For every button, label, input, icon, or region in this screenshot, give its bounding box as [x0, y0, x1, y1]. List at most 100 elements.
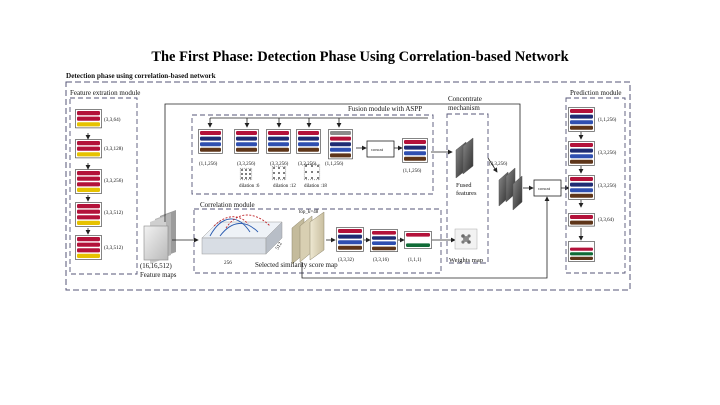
- correlation-layer-stack: [370, 229, 398, 253]
- layer-bar: [77, 237, 100, 242]
- prediction-layer-stack: [568, 141, 595, 166]
- fusion-output-layers: [402, 138, 428, 163]
- layer-bar: [404, 156, 426, 161]
- feature-layer-stack: [75, 202, 102, 227]
- prediction-layer-labels: (1,1,256) (3,3,256) (3,3,256) (3,3,64): [598, 118, 617, 223]
- layer-bar: [298, 131, 319, 135]
- feature-layer-stack: [75, 109, 102, 129]
- layer-bar: [330, 147, 351, 152]
- layer-bar: [77, 204, 100, 209]
- prediction-layer-stack: [568, 213, 595, 227]
- correlation-layer-labels: (3,3,32) (3,3,16) (1,1,1): [338, 258, 422, 263]
- dilation-dot: [245, 169, 247, 171]
- fused-features-line1: Fused: [456, 182, 472, 189]
- layer-bar: [77, 146, 100, 151]
- layer-bar: [200, 147, 221, 152]
- feature-layer-stack: [75, 235, 102, 260]
- layer-bar: [338, 234, 362, 239]
- prediction-layer-label: (3,3,64): [598, 218, 614, 223]
- layer-frame: [198, 129, 223, 154]
- dilation-dot: [278, 172, 280, 174]
- layer-bar: [372, 241, 396, 245]
- layer-bar: [298, 142, 319, 147]
- correlation-layer-stack: [336, 227, 364, 252]
- layer-bar: [570, 247, 593, 251]
- fusion-branch-label: (1,1,256): [199, 162, 218, 167]
- dilation-labels: dilation :6 dilation :12 dilation :18: [239, 184, 327, 189]
- dilation-grid-frame: [303, 163, 321, 181]
- prediction-layer-label: (1,1,256): [598, 118, 617, 123]
- dilation-dot: [273, 177, 275, 179]
- score-map-label: Selected similarity score map: [255, 261, 338, 269]
- overall-label: Detection phase using correlation-based …: [66, 72, 216, 80]
- overall-frame: [65, 81, 631, 291]
- dilation-dot: [249, 177, 251, 179]
- feature-layer-stack: [75, 169, 102, 194]
- prediction-layer-stacks: [568, 107, 595, 262]
- prediction-layer-stack: [568, 107, 595, 132]
- topk-label: top_k=48: [299, 210, 319, 215]
- feature-module-title: Feature extration module: [70, 89, 140, 97]
- prediction-module-frame: [565, 97, 626, 274]
- layer-bar: [330, 142, 351, 147]
- layer-bar: [404, 140, 426, 144]
- layer-bar: [236, 142, 257, 147]
- concentrate-title-line1: Concentrate: [448, 95, 482, 103]
- layer-bar: [200, 142, 221, 147]
- layer-bar: [406, 238, 430, 242]
- feature-maps-size: (16,16,512): [140, 263, 172, 270]
- correlation-module-title: Correlation module: [200, 201, 255, 209]
- dilation-dot: [283, 172, 285, 174]
- prediction-layer-stack: [568, 175, 595, 200]
- dilation-dot: [317, 165, 319, 167]
- dilation-grid-frame: [239, 167, 253, 181]
- layer-bar: [236, 136, 257, 141]
- correlation-dim-512: 512: [275, 241, 284, 251]
- feature-maps-block: [143, 210, 176, 264]
- dilation-label: dilation :12: [273, 184, 296, 189]
- dilation-grids: [239, 163, 321, 181]
- weights-map-block: [454, 228, 478, 250]
- fused-features-line2: features: [456, 190, 477, 197]
- layer-bar: [570, 215, 593, 219]
- dilation-dot: [305, 165, 307, 167]
- fusion-module-title: Fusion module with ASPP: [348, 105, 422, 113]
- prediction-module-title: Prediction module: [570, 89, 622, 97]
- fusion-output-stack: [402, 138, 428, 163]
- feature-maps-label: Feature maps: [140, 272, 177, 279]
- correlation-layer-stacks: [336, 227, 432, 253]
- layer-bar: [77, 248, 100, 253]
- layer-bar: [404, 151, 426, 156]
- dilation-grid: [303, 163, 321, 181]
- layer-bar: [372, 246, 396, 251]
- dilation-dot: [273, 167, 275, 169]
- layer-bar: [570, 188, 593, 193]
- layer-frame: [296, 129, 321, 154]
- feature-module-frame: [69, 97, 138, 275]
- layer-frame: [336, 227, 364, 252]
- prediction-layer-stack: [568, 241, 595, 262]
- layer-bar: [77, 122, 100, 127]
- layer-bar: [570, 177, 593, 181]
- dilation-dot: [311, 165, 313, 167]
- layer-bar: [268, 142, 289, 147]
- layer-bar: [200, 131, 221, 135]
- dilation-dot: [311, 171, 313, 173]
- layer-bar: [570, 243, 593, 247]
- layer-bar: [77, 152, 100, 157]
- layer-bar: [77, 141, 100, 146]
- layer-bar: [338, 229, 362, 233]
- dilation-dot: [241, 173, 243, 175]
- layer-frame: [568, 241, 595, 262]
- layer-bar: [77, 182, 100, 187]
- dilation-grid-frame: [271, 165, 287, 181]
- concentrate-title-line2: mechanism: [448, 104, 480, 112]
- prediction-layer-label: (3,3,256): [598, 184, 617, 189]
- fusion-input-lines: [164, 103, 521, 222]
- feature-layer-label: (3,3,512): [104, 209, 123, 216]
- layer-frame: [568, 141, 595, 166]
- layer-bar: [570, 159, 593, 164]
- dilation-dot: [317, 177, 319, 179]
- dilation-dot: [283, 167, 285, 169]
- dilation-dot: [278, 167, 280, 169]
